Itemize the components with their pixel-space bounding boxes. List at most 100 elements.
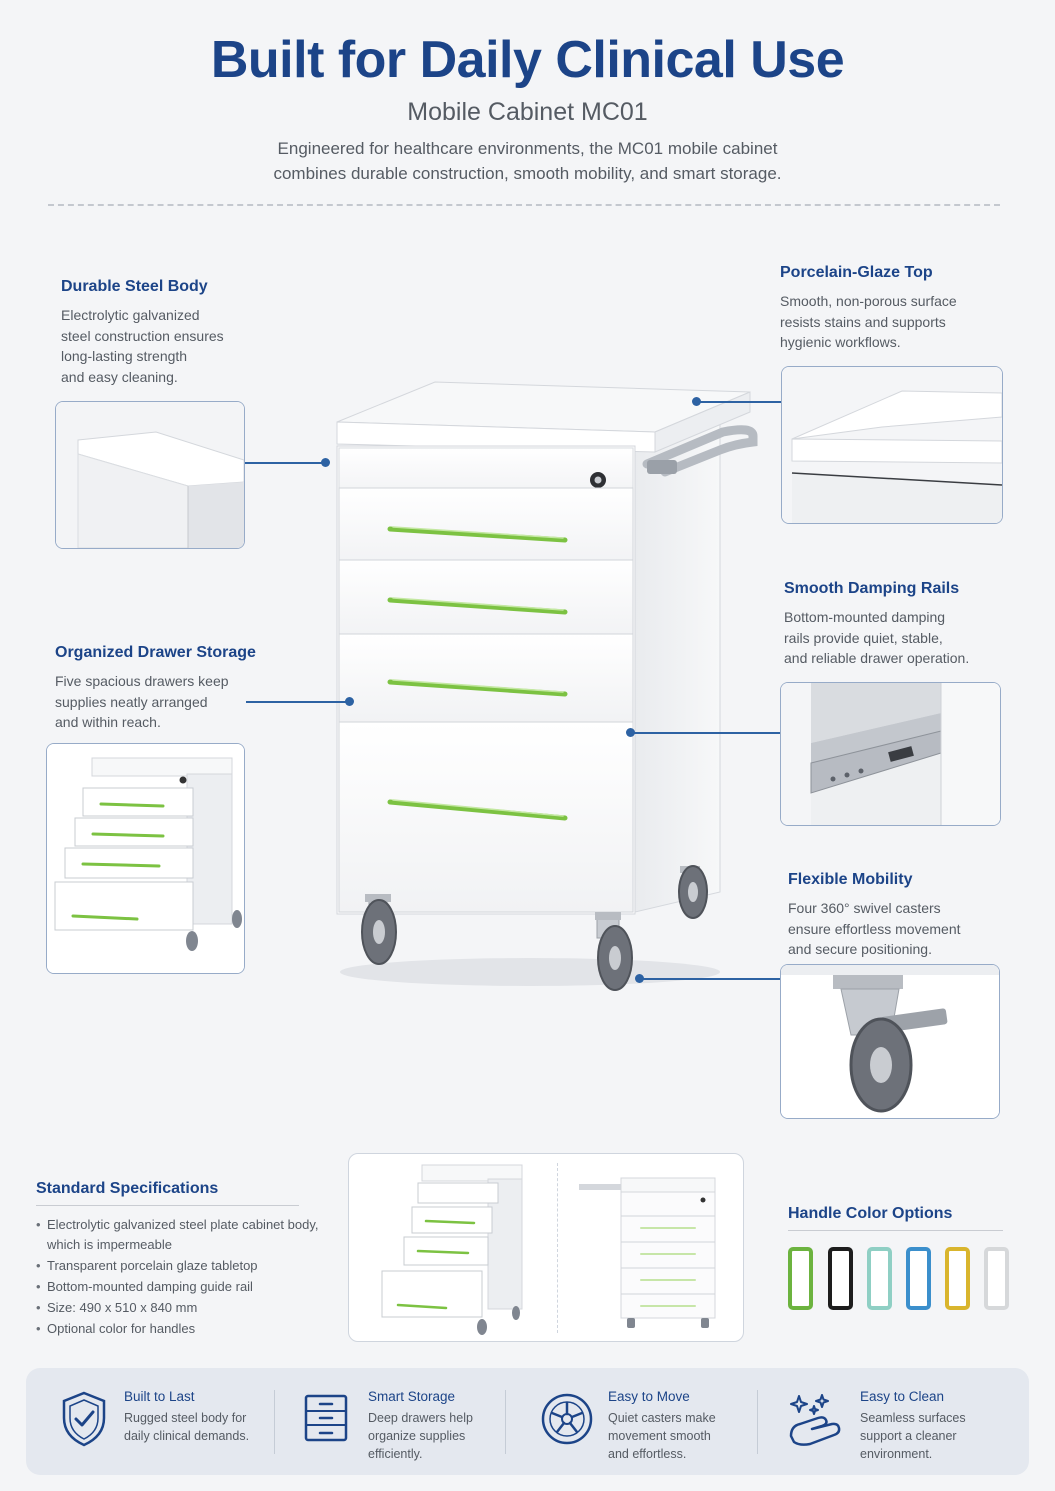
benefit-title: Easy to Clean (860, 1389, 945, 1404)
drawer-storage-image (46, 743, 245, 974)
gallery-open-drawers-image (381, 1164, 523, 1335)
connector-dot (692, 397, 701, 406)
benefit-desc: Deep drawers help organize supplies effi… (368, 1409, 498, 1463)
specs-title: Standard Specifications (36, 1180, 219, 1197)
feature-desc: Bottom-mounted damping rails provide qui… (784, 607, 1014, 669)
feature-desc-line: steel construction ensures (61, 327, 224, 344)
benefit-desc-line: Quiet casters make (608, 1411, 716, 1425)
handle-swatch-yellow[interactable] (945, 1247, 970, 1310)
handle-swatch-blue[interactable] (906, 1247, 931, 1310)
benefit-desc-line: support a cleaner (860, 1429, 957, 1443)
glaze-top-closeup (781, 366, 1003, 524)
feature-desc-line: ensure effortless movement (788, 920, 961, 937)
feature-desc-line: and within reach. (55, 714, 161, 730)
feature-glaze-top: Porcelain-Glaze Top Smooth, non-porous s… (780, 264, 1010, 353)
drawer-cabinet-icon (304, 1394, 348, 1442)
intro-line: combines durable construction, smooth mo… (273, 164, 782, 183)
handle-swatch-white[interactable] (984, 1247, 1009, 1310)
feature-desc: Five spacious drawers keep supplies neat… (55, 671, 275, 733)
benefit-desc-line: movement smooth (608, 1429, 711, 1443)
benefit-title: Easy to Move (608, 1389, 690, 1404)
benefits-bar (26, 1368, 1029, 1475)
steel-body-closeup (55, 401, 245, 549)
feature-desc-line: long-lasting strength (61, 348, 188, 364)
feature-desc-line: Electrolytic galvanized (61, 307, 200, 323)
benefit-desc-line: efficiently. (368, 1447, 423, 1461)
feature-damping-rails: Smooth Damping Rails Bottom-mounted damp… (784, 580, 1014, 669)
benefit-built-to-last: Built to Last Rugged steel body for dail… (124, 1389, 264, 1445)
feature-desc: Smooth, non-porous surface resists stain… (780, 291, 1010, 353)
connector-line (246, 701, 348, 703)
main-cabinet-image (336, 381, 758, 991)
handle-swatch-black[interactable] (828, 1247, 853, 1310)
connector-line (640, 978, 782, 980)
feature-desc-line: rails provide quiet, stable, (784, 629, 943, 646)
benefit-divider (757, 1390, 758, 1454)
feature-title: Porcelain-Glaze Top (780, 264, 933, 281)
feature-title: Organized Drawer Storage (55, 644, 256, 661)
feature-desc-line: Smooth, non-porous surface (780, 293, 957, 309)
feature-desc-line: supplies neatly arranged (55, 693, 208, 710)
feature-desc-line: Bottom-mounted damping (784, 609, 946, 625)
page-subtitle: Mobile Cabinet MC01 (407, 98, 648, 126)
feature-title: Flexible Mobility (788, 871, 913, 888)
connector-line (632, 732, 782, 734)
benefit-desc-line: and effortless. (608, 1447, 687, 1461)
benefit-desc-line: daily clinical demands. (124, 1429, 250, 1443)
benefit-desc-line: environment. (860, 1447, 933, 1461)
handle-swatch-green[interactable] (788, 1247, 813, 1310)
connector-dot (345, 697, 354, 706)
benefit-title: Built to Last (124, 1389, 195, 1404)
spec-item: Transparent porcelain glaze tabletop (36, 1256, 336, 1276)
feature-desc-line: and reliable drawer operation. (784, 650, 970, 666)
feature-desc-line: and secure positioning. (788, 941, 932, 957)
wheel-icon (541, 1393, 593, 1445)
feature-desc-line: Five spacious drawers keep (55, 673, 229, 689)
spec-item: Optional color for handles (36, 1319, 336, 1339)
spec-item-text: Electrolytic galvanized steel plate cabi… (47, 1217, 319, 1232)
handle-swatch-teal[interactable] (867, 1247, 892, 1310)
benefit-divider (274, 1390, 275, 1454)
benefit-smart-storage: Smart Storage Deep drawers help organize… (368, 1389, 498, 1463)
feature-desc-line: hygienic workflows. (780, 334, 901, 350)
feature-steel-body: Durable Steel Body Electrolytic galvaniz… (61, 278, 261, 387)
benefit-desc-line: Deep drawers help (368, 1411, 473, 1425)
benefit-desc: Rugged steel body for daily clinical dem… (124, 1409, 264, 1445)
gallery-front-view-image (579, 1177, 716, 1328)
gallery-divider (557, 1163, 558, 1333)
feature-mobility: Flexible Mobility Four 360° swivel caste… (788, 871, 1018, 960)
spec-item-text: which is impermeable (47, 1236, 172, 1252)
benefit-easy-to-move: Easy to Move Quiet casters make movement… (608, 1389, 748, 1463)
benefit-desc: Quiet casters make movement smooth and e… (608, 1409, 748, 1463)
connector-dot (321, 458, 330, 467)
intro-text: Engineered for healthcare environments, … (0, 136, 1055, 186)
benefit-desc-line: Rugged steel body for (124, 1411, 247, 1425)
feature-desc: Four 360° swivel casters ensure effortle… (788, 898, 1018, 960)
handle-options-title: Handle Color Options (788, 1205, 953, 1222)
benefit-easy-to-clean: Easy to Clean Seamless surfaces support … (860, 1389, 1010, 1463)
feature-title: Durable Steel Body (61, 278, 208, 295)
spec-item: Bottom-mounted damping guide rail (36, 1277, 336, 1297)
feature-drawer-storage: Organized Drawer Storage Five spacious d… (55, 644, 275, 733)
feature-desc-line: Four 360° swivel casters (788, 900, 941, 916)
shield-check-icon (62, 1391, 106, 1447)
feature-desc-line: and easy cleaning. (61, 368, 178, 385)
header-divider (48, 204, 1000, 206)
connector-dot (626, 728, 635, 737)
specs-divider (36, 1205, 299, 1206)
spec-item: Electrolytic galvanized steel plate cabi… (36, 1215, 336, 1254)
benefit-desc-line: Seamless surfaces (860, 1411, 966, 1425)
caster-closeup (780, 964, 1000, 1119)
spec-item: Size: 490 x 510 x 840 mm (36, 1298, 336, 1318)
connector-dot (635, 974, 644, 983)
handle-options-divider (788, 1230, 1003, 1231)
benefit-desc-line: organize supplies (368, 1429, 466, 1443)
page-title: Built for Daily Clinical Use (210, 31, 845, 89)
benefit-title: Smart Storage (368, 1389, 456, 1404)
benefit-desc: Seamless surfaces support a cleaner envi… (860, 1409, 1010, 1463)
benefit-divider (505, 1390, 506, 1454)
specs-list: Electrolytic galvanized steel plate cabi… (36, 1215, 336, 1340)
clean-hand-icon (789, 1394, 841, 1446)
feature-desc: Electrolytic galvanized steel constructi… (61, 305, 261, 387)
damping-rails-closeup (780, 682, 1001, 826)
